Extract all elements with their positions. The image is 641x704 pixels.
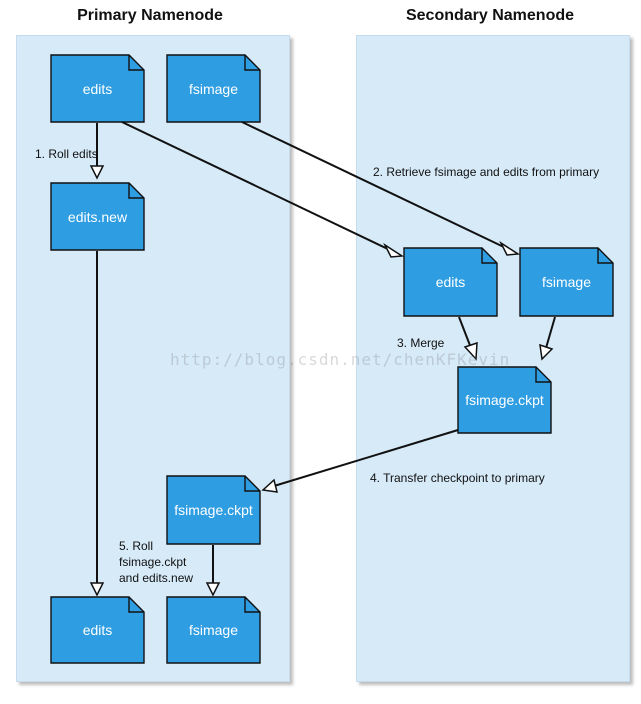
primary-final-edits-doc: edits [50,596,145,664]
doc-label: fsimage [541,274,592,290]
arrow-fsimage-to-secondary [241,121,509,250]
arrow-merge-fsimage-head [539,343,554,361]
doc-label: edits.new [67,208,128,225]
document-icon [50,54,145,123]
arrow-edits-to-secondary [121,121,393,252]
doc-label: fsimage [188,80,239,97]
primary-fsimage-doc: fsimage [166,54,261,123]
primary-namenode-panel [16,35,290,682]
step-5-line-2: fsimage.ckpt [119,555,187,569]
arrow-ckpt-to-fsimage-head [205,582,221,597]
document-icon [166,475,261,545]
document-icon [50,596,145,664]
step-5-line-1: 5. Roll [119,539,154,553]
document-icon [457,366,552,434]
step-5-caption: 5. Roll fsimage.ckpt and edits.new [119,538,193,586]
document-icon [166,596,261,664]
doc-label: fsimage.ckpt [174,502,253,518]
arrow-edits-new-to-edits-head [89,582,105,597]
step-5-line-3: and edits.new [119,571,194,585]
document-icon [403,247,498,317]
secondary-namenode-title: Secondary Namenode [405,7,575,24]
secondary-namenode-panel [356,35,630,682]
doc-label: fsimage.ckpt [465,392,544,408]
doc-label: edits [82,622,113,638]
arrow-merge-edits-head [463,341,478,361]
primary-ckpt-doc: fsimage.ckpt [166,475,261,545]
document-icon [166,54,261,123]
doc-label: fsimage [188,622,239,638]
secondary-edits-doc: edits [403,247,498,317]
secondary-ckpt-doc: fsimage.ckpt [457,366,552,434]
primary-edits-doc: edits [50,54,145,123]
arrow-merge-fsimage [545,316,556,349]
primary-namenode-title: Primary Namenode [77,7,223,24]
doc-label: edits [82,80,113,97]
arrow-fsimage-to-secondary-head [499,240,521,256]
arrow-transfer-checkpoint-head [261,478,278,493]
doc-label: edits [435,274,466,290]
step-1-caption: 1. Roll edits [35,147,98,161]
arrow-roll-edits-head [89,165,105,180]
document-icon [519,247,614,317]
primary-edits-new-doc: edits.new [50,182,145,251]
step-4-caption: 4. Transfer checkpoint to primary [370,471,545,485]
step-2-caption: 2. Retrieve fsimage and edits from prima… [373,165,600,179]
primary-final-fsimage-doc: fsimage [166,596,261,664]
arrow-merge-edits [458,316,472,349]
watermark: http://blog.csdn.net/chenKFKevin [170,350,511,369]
document-icon [50,182,145,251]
arrow-transfer-checkpoint [273,429,459,487]
step-3-caption: 3. Merge [397,336,445,350]
secondary-fsimage-doc: fsimage [519,247,614,317]
arrow-edits-to-secondary-head [383,242,405,258]
